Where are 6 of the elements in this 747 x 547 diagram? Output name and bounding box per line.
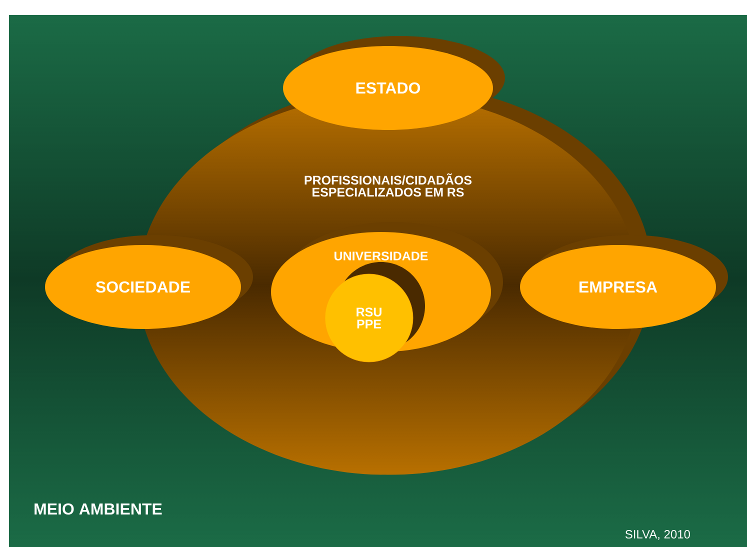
oval: SOCIEDADE [45,235,253,329]
citation: SILVA, 2010 [625,530,690,540]
panel-title: MEIO AMBIENTE [34,503,162,515]
node-label: UNIVERSIDADE [334,252,428,260]
oval: ESTADO [283,36,505,130]
oval: EMPRESA [520,235,728,329]
